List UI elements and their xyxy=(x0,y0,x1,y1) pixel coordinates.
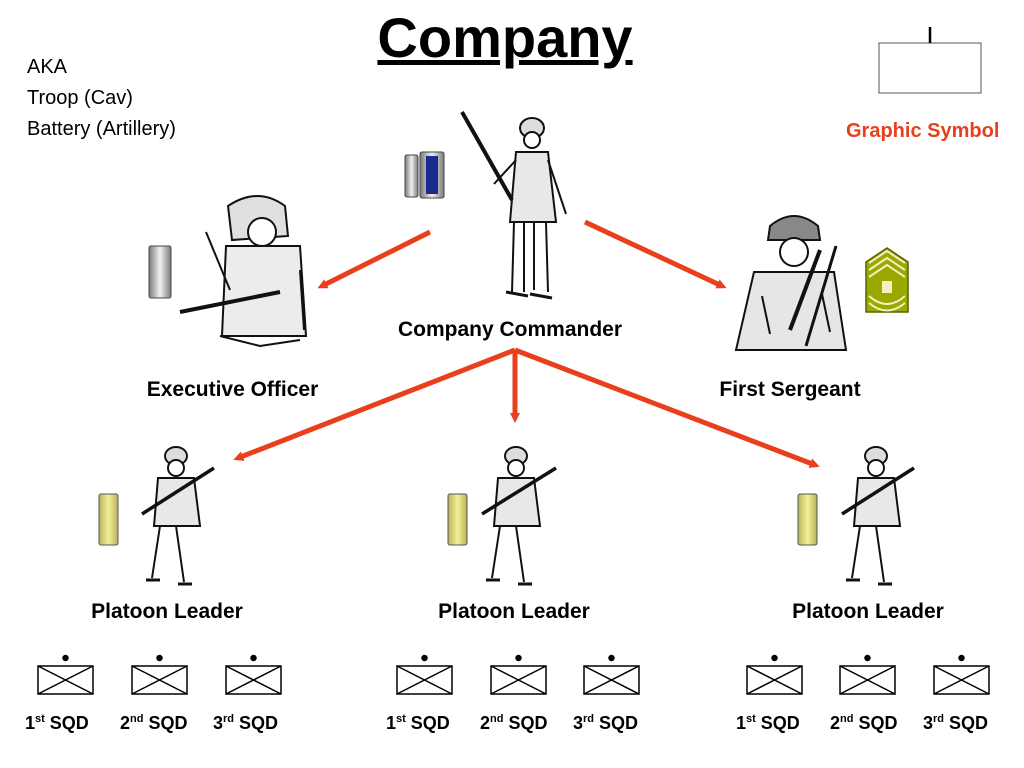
squad-symbol-icon xyxy=(396,654,453,695)
squad-symbol-icons xyxy=(37,654,990,695)
graphic-symbol-label: Graphic Symbol xyxy=(846,120,1000,142)
platoon-leader-label-1: Platoon Leader xyxy=(91,600,243,623)
squad-symbol-icon xyxy=(131,654,188,695)
squad-symbol-icon xyxy=(225,654,282,695)
squad-label: 3rd SQD xyxy=(573,713,639,733)
arrow-to-platoon-1 xyxy=(233,347,516,461)
company-commander-label: Company Commander xyxy=(397,318,623,341)
command-arrows xyxy=(233,219,820,468)
platoon-leader-soldier-icon xyxy=(481,446,557,586)
squad-symbol-icon xyxy=(37,654,94,695)
first-sergeant-soldier-icon xyxy=(734,215,848,351)
squad-symbol-icon xyxy=(490,654,547,695)
aka-troop: Troop (Cav) xyxy=(27,87,133,109)
arrow-to-platoon-3 xyxy=(514,347,820,468)
arrow-to-xo xyxy=(317,229,432,289)
company-unit-symbol-icon xyxy=(878,27,982,94)
squad-label: 3rd SQD xyxy=(213,713,279,733)
platoon-leader-label-2: Platoon Leader xyxy=(438,600,590,623)
aka-battery: Battery (Artillery) xyxy=(27,118,176,140)
squad-label: 1st SQD xyxy=(386,713,450,733)
squad-label: 1st SQD xyxy=(736,713,800,733)
arrow-to-first-sergeant xyxy=(583,219,727,289)
platoon-leader-soldier-icon xyxy=(141,446,215,586)
platoon-leader-label-3: Platoon Leader xyxy=(792,600,944,623)
squad-symbol-icon xyxy=(583,654,640,695)
squad-label: 2nd SQD xyxy=(120,713,188,733)
squad-label: 3rd SQD xyxy=(923,713,989,733)
first-lieutenant-rank-icon xyxy=(148,245,172,299)
platoon-leader-soldier-icon xyxy=(841,446,915,586)
squad-symbol-icon xyxy=(839,654,896,695)
squad-symbol-icon xyxy=(933,654,990,695)
captain-rank-icon xyxy=(404,151,445,199)
squad-label: 1st SQD xyxy=(25,713,89,733)
squad-label: 2nd SQD xyxy=(480,713,548,733)
second-lieutenant-rank-icon xyxy=(98,493,119,546)
squad-label: 2nd SQD xyxy=(830,713,898,733)
squad-symbol-icon xyxy=(746,654,803,695)
second-lieutenant-rank-icon xyxy=(447,493,468,546)
page-title: Company xyxy=(377,6,633,69)
executive-officer-soldier-icon xyxy=(179,195,308,348)
second-lieutenant-rank-icon xyxy=(797,493,818,546)
aka-list: AKA Troop (Cav) Battery (Artillery) xyxy=(27,52,176,145)
executive-officer-label: Executive Officer xyxy=(146,378,319,401)
commander-soldier-icon xyxy=(460,111,567,300)
aka-heading: AKA xyxy=(27,56,68,78)
first-sergeant-label: First Sergeant xyxy=(719,378,861,401)
first-sergeant-rank-icon xyxy=(865,247,909,313)
